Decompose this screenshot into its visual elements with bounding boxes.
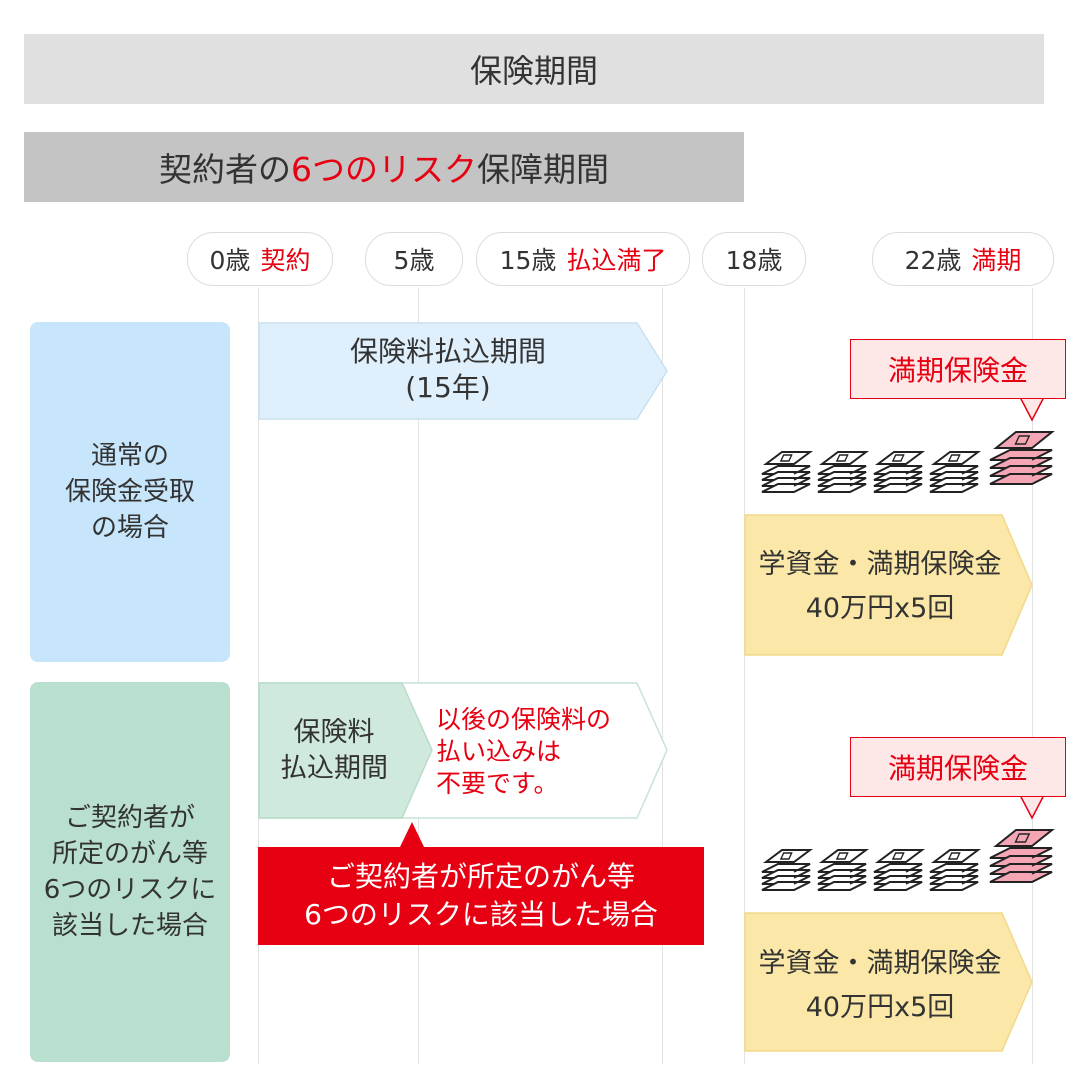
timeline-age: 22歳 — [904, 246, 962, 275]
money-stack-icon — [929, 849, 979, 891]
money-stack-icon — [873, 849, 923, 891]
coverage-period-title: 保険期間 — [469, 52, 598, 90]
row-label-line: 通常の — [90, 441, 169, 471]
timeline-gridline-0 — [258, 288, 259, 1064]
benefit-label: 学資金・満期保険金 40万円x5回 — [745, 543, 1015, 631]
money-stack-icon — [761, 849, 811, 891]
premium-period-line: 保険料 — [293, 717, 375, 748]
premium-period-short-arrow — [258, 682, 433, 819]
premium-waiver-line: 払い込みは — [436, 737, 562, 766]
risk-event-banner: ご契約者が所定のがん等 6つのリスクに該当した場合 — [258, 847, 704, 945]
row-label-line: 保険金受取 — [64, 477, 195, 507]
maturity-benefit-callout: 満期保険金 — [850, 339, 1066, 399]
maturity-benefit-callout: 満期保険金 — [850, 737, 1066, 797]
timeline-age: 0歳 — [209, 246, 251, 275]
timeline-gridline-5 — [418, 288, 419, 1064]
money-stack-icon — [817, 849, 867, 891]
benefit-label: 学資金・満期保険金 40万円x5回 — [745, 942, 1015, 1030]
timeline-gridline-22 — [1032, 288, 1033, 1064]
timeline-gridline-15 — [662, 288, 663, 1064]
timeline-age: 15歳 — [499, 246, 557, 275]
risk-coverage-highlight: 6つのリスク — [291, 150, 477, 189]
money-stack-pink-icon — [989, 431, 1053, 485]
maturity-benefit-callout-text: 満期保険金 — [887, 354, 1028, 387]
row-label-normal: 通常の 保険金受取 の場合 — [30, 322, 230, 662]
premium-waiver-note: 以後の保険料の 払い込みは 不要です。 — [436, 704, 656, 800]
maturity-benefit-callout-text: 満期保険金 — [887, 752, 1028, 785]
timeline-pill-age-0: 0歳契約 — [187, 232, 333, 286]
money-stack-icon — [761, 451, 811, 493]
premium-period-line: (15年) — [405, 371, 491, 404]
timeline-pill-age-22: 22歳満期 — [872, 232, 1054, 286]
row-label-line: ご契約者が — [64, 803, 195, 833]
timeline-pill-age-18: 18歳 — [702, 232, 806, 286]
risk-event-line: 6つのリスクに該当した場合 — [304, 898, 658, 931]
row-label-line: 所定のがん等 — [51, 839, 208, 869]
premium-period-short-label: 保険料 払込期間 — [259, 715, 409, 787]
premium-period-label: 保険料払込期間 (15年) — [259, 334, 637, 406]
premium-period-line: 払込期間 — [280, 753, 388, 784]
timeline-tag: 満期 — [971, 246, 1022, 275]
row-label-line: の場合 — [90, 513, 169, 543]
coverage-period-header: 保険期間 — [24, 34, 1044, 104]
premium-waiver-line: 以後の保険料の — [436, 705, 612, 734]
timeline-tag: 払込満了 — [566, 246, 667, 275]
timeline-age: 18歳 — [725, 246, 783, 275]
timeline-tag: 契約 — [260, 246, 311, 275]
benefit-arrow — [744, 912, 1033, 1052]
benefit-line: 学資金・満期保険金 — [758, 948, 1002, 979]
premium-waiver-line: 不要です。 — [436, 769, 559, 798]
row-label-risk: ご契約者が 所定のがん等 6つのリスクに 該当した場合 — [30, 682, 230, 1062]
row-label-line: 6つのリスクに — [43, 875, 217, 905]
event-banner-pointer — [400, 822, 424, 847]
risk-coverage-suffix: 保障期間 — [477, 150, 609, 189]
maturity-callout-tail — [1018, 794, 1046, 820]
risk-event-line: ご契約者が所定のがん等 — [326, 860, 635, 893]
benefit-line: 40万円x5回 — [805, 593, 955, 624]
money-stack-icon — [873, 451, 923, 493]
timeline-pill-age-15: 15歳払込満了 — [476, 232, 690, 286]
benefit-arrow — [744, 514, 1033, 656]
risk-coverage-prefix: 契約者の — [159, 150, 291, 189]
benefit-line: 40万円x5回 — [805, 992, 955, 1023]
maturity-callout-tail — [1018, 396, 1046, 422]
timeline-pill-age-5: 5歳 — [365, 232, 463, 286]
premium-period-line: 保険料払込期間 — [349, 335, 546, 368]
money-stack-icon — [817, 451, 867, 493]
money-stack-pink-icon — [989, 829, 1053, 883]
timeline-gridline-18 — [744, 288, 745, 1064]
premium-period-arrow — [258, 322, 668, 420]
money-stack-icon — [929, 451, 979, 493]
row-label-line: 該当した場合 — [51, 911, 208, 941]
timeline-age: 5歳 — [393, 246, 435, 275]
benefit-line: 学資金・満期保険金 — [758, 549, 1002, 580]
